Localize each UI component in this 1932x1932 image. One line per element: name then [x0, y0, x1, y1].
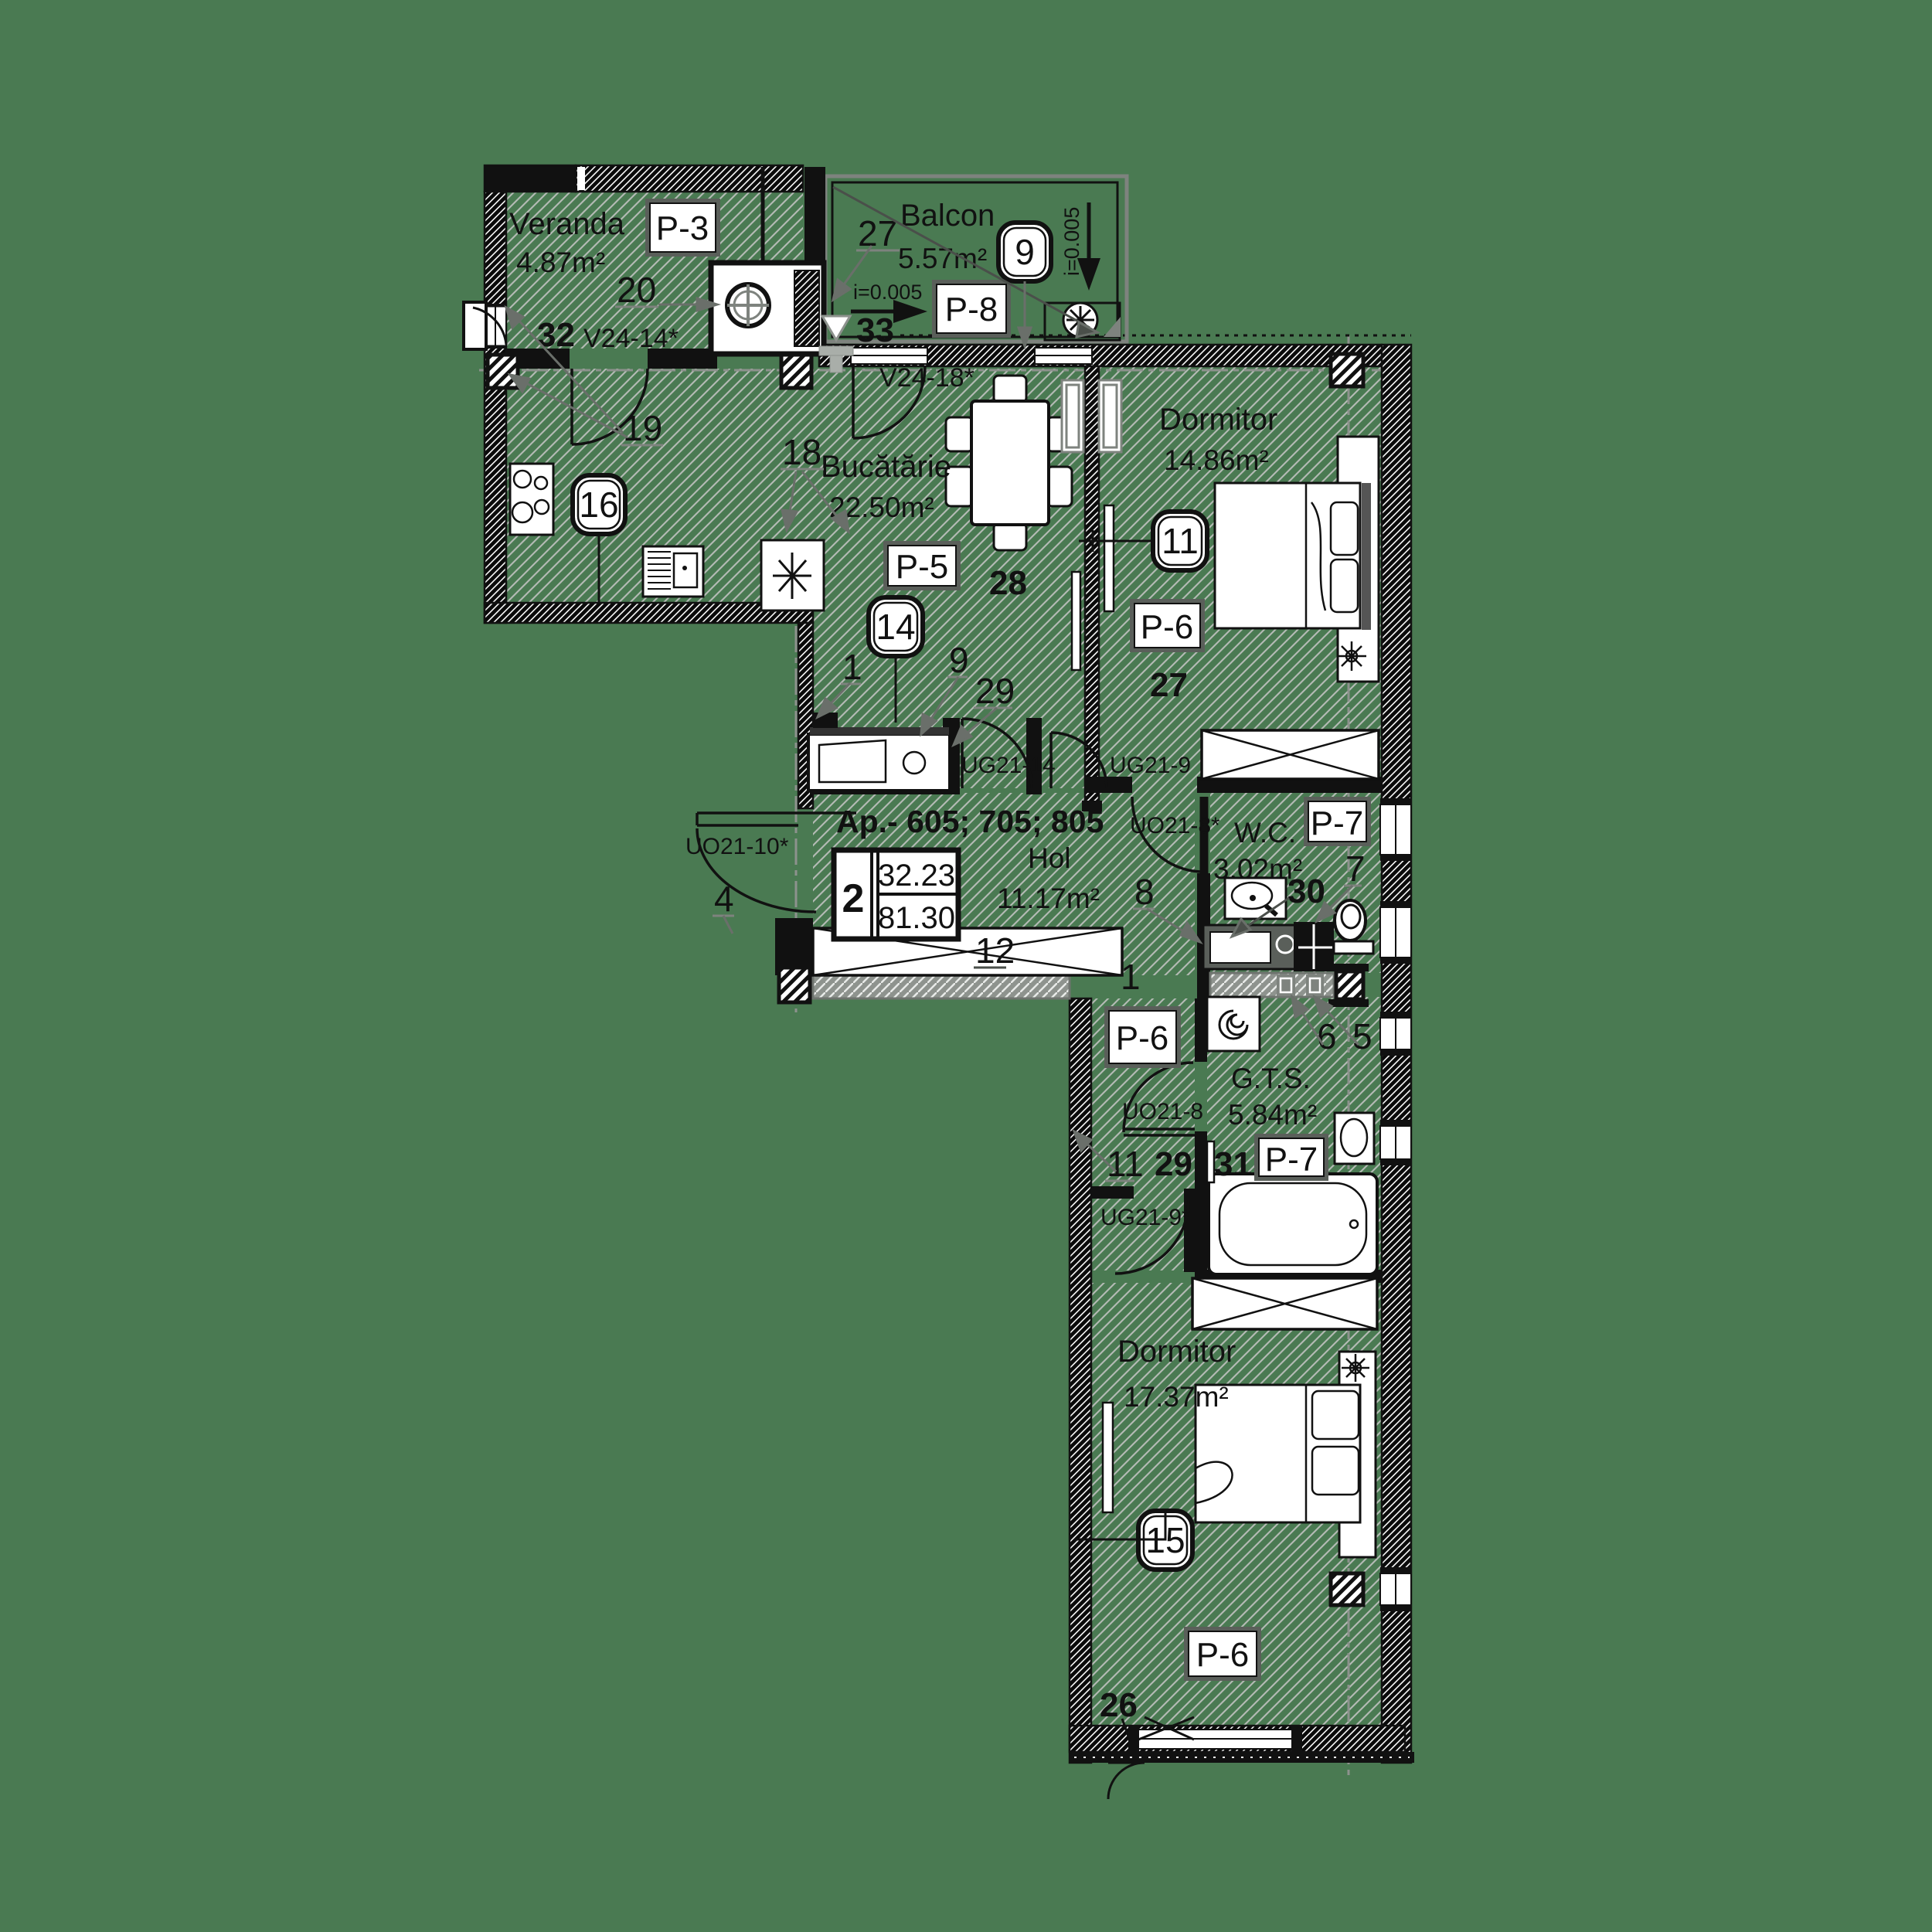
svg-text:P-6: P-6 [1116, 1019, 1168, 1057]
svg-text:3.02m²: 3.02m² [1213, 853, 1302, 885]
svg-text:11.17m²: 11.17m² [997, 883, 1100, 914]
svg-text:UO21-8: UO21-8 [1122, 1099, 1203, 1124]
svg-text:12: 12 [975, 930, 1015, 971]
svg-text:V24-14*: V24-14* [583, 324, 679, 353]
svg-text:81.30: 81.30 [878, 901, 955, 935]
svg-text:P-6: P-6 [1141, 608, 1193, 646]
svg-text:UO21-8*: UO21-8* [1130, 813, 1220, 838]
svg-text:P-6: P-6 [1196, 1636, 1249, 1674]
svg-text:UG21-9*: UG21-9* [1100, 1205, 1191, 1230]
svg-text:33: 33 [856, 311, 894, 349]
svg-text:32: 32 [537, 316, 575, 354]
svg-text:V24-18*: V24-18* [879, 363, 975, 393]
svg-text:4: 4 [714, 879, 734, 919]
svg-text:P-8: P-8 [945, 291, 998, 328]
svg-text:11: 11 [1162, 521, 1199, 561]
svg-text:1: 1 [1121, 957, 1141, 997]
svg-text:P-7: P-7 [1311, 804, 1363, 842]
svg-text:28: 28 [989, 564, 1027, 602]
svg-text:UG21-14: UG21-14 [961, 753, 1056, 778]
svg-text:i=0.005: i=0.005 [853, 281, 922, 304]
svg-text:4.87m²: 4.87m² [516, 247, 605, 278]
svg-text:17.37m²: 17.37m² [1124, 1381, 1229, 1413]
svg-text:32.23: 32.23 [878, 859, 955, 893]
svg-text:P-7: P-7 [1265, 1141, 1318, 1179]
svg-text:Veranda: Veranda [509, 207, 625, 241]
svg-text:7: 7 [1345, 849, 1366, 889]
svg-text:UO21-10*: UO21-10* [685, 834, 789, 859]
svg-text:18: 18 [782, 432, 821, 472]
svg-text:Hol: Hol [1028, 842, 1071, 874]
svg-text:Dormitor: Dormitor [1159, 403, 1277, 437]
svg-text:5.84m²: 5.84m² [1228, 1099, 1317, 1131]
svg-text:1: 1 [842, 647, 862, 687]
svg-text:9: 9 [1015, 232, 1035, 272]
svg-text:14: 14 [876, 607, 915, 647]
svg-text:G.T.S.: G.T.S. [1231, 1063, 1311, 1094]
svg-text:Dormitor: Dormitor [1117, 1335, 1236, 1369]
svg-text:8: 8 [1134, 872, 1155, 912]
svg-text:16: 16 [579, 485, 618, 525]
svg-text:19: 19 [623, 408, 662, 448]
svg-text:11: 11 [1107, 1144, 1144, 1184]
svg-text:2: 2 [842, 876, 865, 921]
svg-text:P-3: P-3 [656, 209, 709, 247]
svg-text:20: 20 [617, 270, 656, 310]
svg-text:Bucătărie: Bucătărie [821, 450, 951, 484]
svg-text:5: 5 [1352, 1016, 1372, 1056]
svg-text:P-5: P-5 [896, 548, 948, 586]
svg-text:29: 29 [1155, 1145, 1192, 1183]
svg-text:30: 30 [1287, 872, 1325, 910]
svg-text:29: 29 [975, 671, 1015, 711]
svg-text:26: 26 [1100, 1686, 1138, 1724]
svg-text:W.C.: W.C. [1234, 817, 1296, 849]
svg-text:Balcon: Balcon [900, 199, 995, 233]
svg-text:14.86m²: 14.86m² [1164, 444, 1269, 476]
svg-text:9: 9 [949, 640, 969, 680]
svg-text:27: 27 [858, 213, 897, 253]
svg-text:UG21-9: UG21-9 [1110, 753, 1191, 778]
svg-text:27: 27 [1150, 666, 1188, 704]
svg-text:31: 31 [1214, 1145, 1252, 1183]
svg-text:Ap.- 605; 705; 805: Ap.- 605; 705; 805 [836, 804, 1104, 839]
svg-text:6: 6 [1317, 1016, 1337, 1056]
